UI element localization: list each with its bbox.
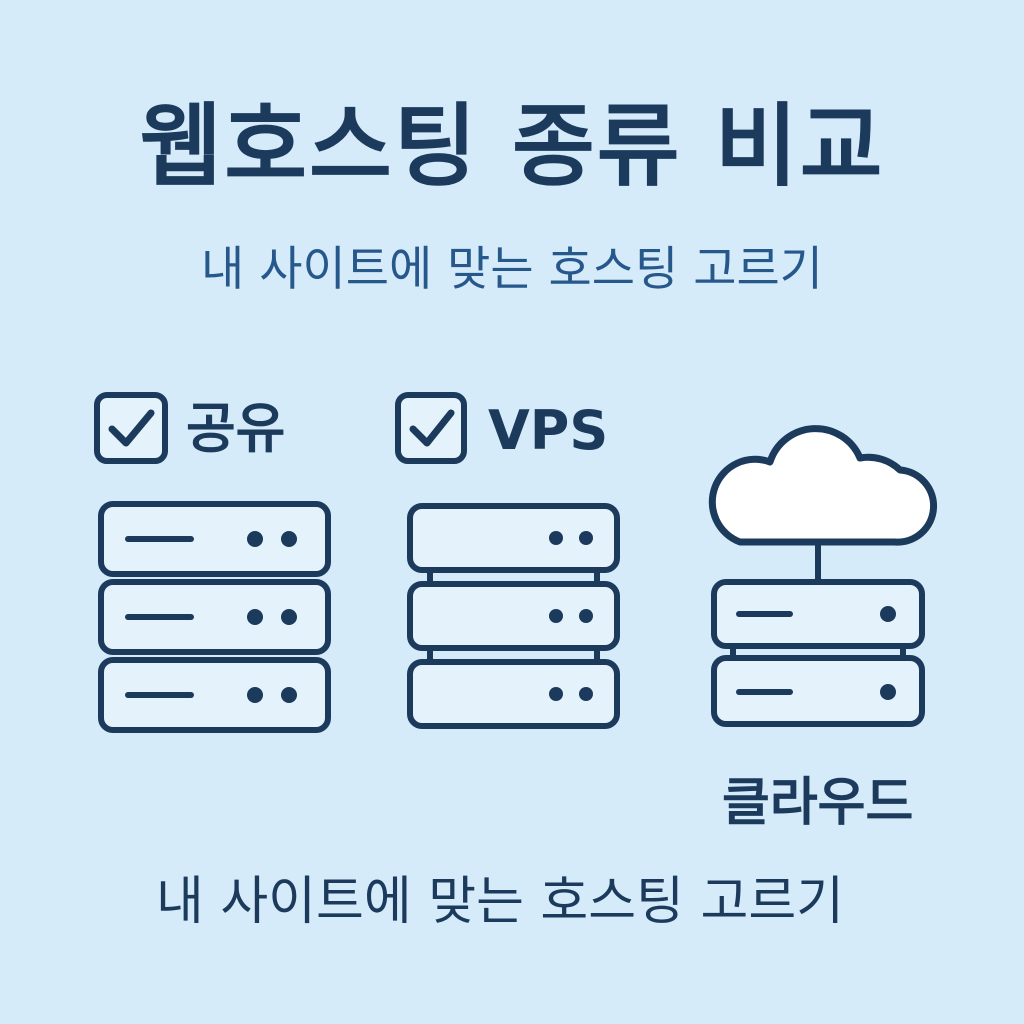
shared-hosting-label: 공유 [186,397,286,460]
server-unit [98,579,331,655]
server-unit [98,501,331,577]
footer-caption: 내 사이트에 맞는 호스팅 고르기 [155,872,845,932]
server-unit [98,657,331,733]
shared-checkbox[interactable] [94,392,168,464]
vps-checkbox[interactable] [395,392,467,464]
server-unit [407,659,620,729]
cloud-server-icon [708,425,938,727]
server-unit [407,503,620,573]
server-unit [711,579,925,649]
vps-hosting-label: VPS [488,399,609,462]
shared-server-stack-icon [98,501,331,733]
server-unit [407,581,620,651]
page-subtitle: 내 사이트에 맞는 호스팅 고르기 [201,242,823,297]
cloud-hosting-label: 클라우드 [722,773,914,833]
server-unit [711,655,925,727]
vps-server-stack-icon [407,503,620,729]
cloud-icon [708,425,938,546]
page-title: 웹호스팅 종류 비교 [139,94,885,199]
